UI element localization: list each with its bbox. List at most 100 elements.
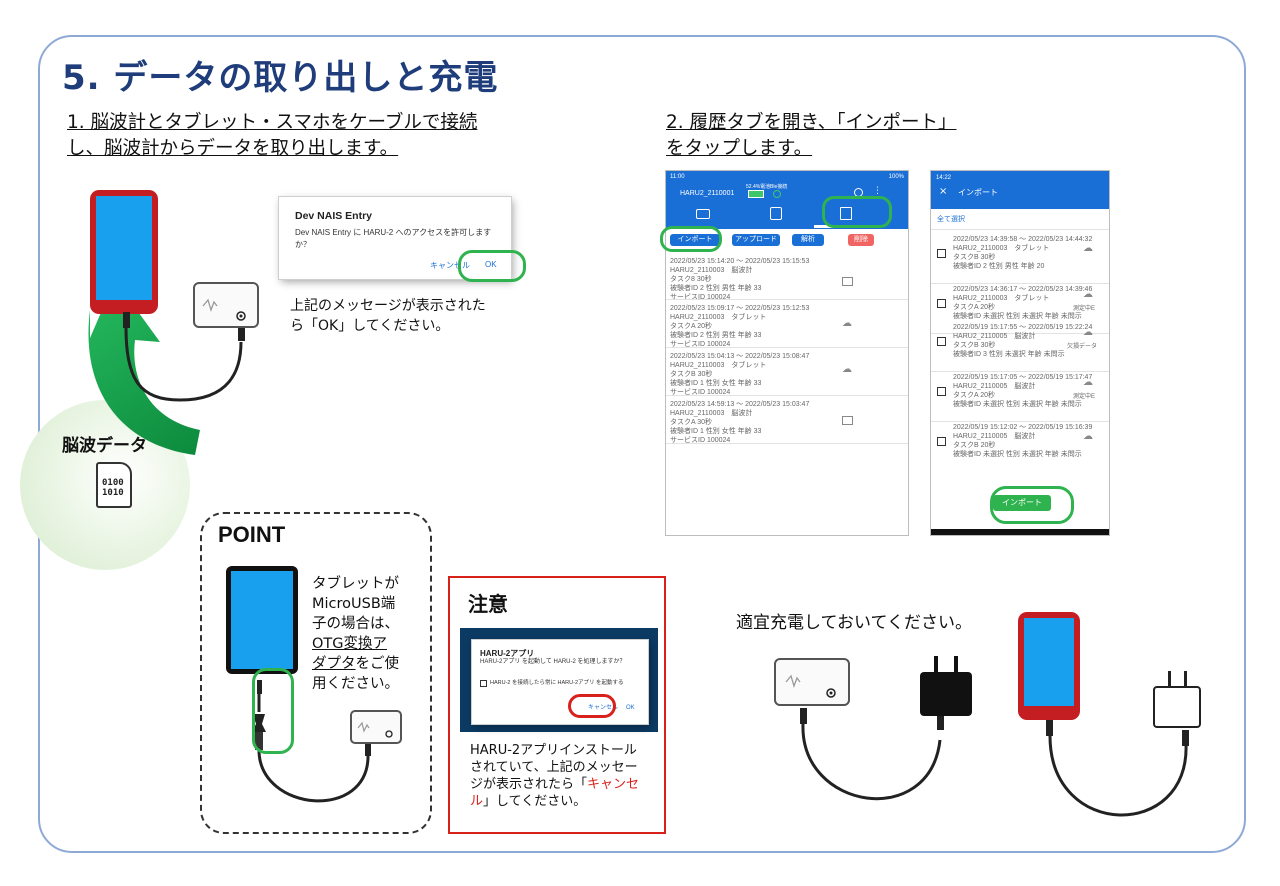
caution-heading: 注意 <box>468 592 508 616</box>
close-icon[interactable]: × <box>939 186 948 197</box>
step2-line2: をタップします。 <box>666 138 813 159</box>
record-checkbox[interactable] <box>937 249 946 258</box>
record-divider <box>666 347 908 348</box>
import-app-bar: 14:22 × インポート <box>931 171 1109 209</box>
cloud-icon: ☁ <box>1083 243 1093 254</box>
point-line3: 子の場合は、 <box>312 616 399 632</box>
import-button[interactable]: インポート <box>670 234 720 246</box>
otg-link-line1: OTG変換ア <box>312 636 388 652</box>
history-app-bar: 11:00 100% HARU2_2110001 52.4%電池 Ble接続 ⋮ <box>666 171 908 229</box>
record-checkbox[interactable] <box>937 299 946 308</box>
step1-line1: 1. 脳波計とタブレット・スマホをケーブルで接続 <box>67 112 478 133</box>
binary-file-icon: 0100 1010 <box>96 462 132 508</box>
access-permission-dialog: Dev NAIS Entry Dev NAIS Entry に HARU-2 へ… <box>279 197 511 279</box>
tab-history-icon[interactable] <box>840 207 852 220</box>
record-checkbox[interactable] <box>937 337 946 346</box>
dialog1-body-line1: Dev NAIS Entry に HARU-2 へのアクセスを許可します <box>295 228 492 237</box>
record-divider <box>931 229 1109 230</box>
caution-text-line1: HARU-2アプリインストール <box>470 743 637 758</box>
record-status: 欠損データ <box>1067 344 1098 350</box>
smartphone-icon <box>90 190 158 314</box>
point-box <box>200 512 432 834</box>
history-tab-highlight-ring <box>822 196 892 228</box>
otg-highlight-ring <box>252 668 294 754</box>
black-ac-adapter-icon <box>920 656 972 716</box>
battery-icon <box>748 190 764 198</box>
always-launch-label: HARU-2 を接続したら常に HARU-2アプリ を起動する <box>490 680 624 686</box>
caution-text-red1: キャンセ <box>587 777 640 792</box>
caution-text: HARU-2アプリインストール されていて、上記のメッセー ジが表示されたら「キ… <box>470 742 639 810</box>
dialog1-caption-line2: ら「OK」してください。 <box>290 318 450 334</box>
import-record[interactable]: 2022/05/23 14:36:17 ～ 2022/05/23 14:39:4… <box>937 285 1107 333</box>
dialog1-caption-line1: 上記のメッセージが表示された <box>290 298 486 314</box>
import-header-title: インポート <box>958 188 998 197</box>
import-record[interactable]: 2022/05/23 14:39:58 ～ 2022/05/23 14:44:3… <box>937 235 1107 283</box>
haru2-ok-button[interactable]: OK <box>626 705 635 711</box>
history-record[interactable]: 2022/05/23 15:09:17 ～ 2022/05/23 15:12:5… <box>670 305 810 348</box>
record-text: 2022/05/19 15:12:02 ～ 2022/05/19 15:16:3… <box>953 424 1093 458</box>
phone-screen <box>96 196 152 300</box>
device-name: HARU2_2110001 <box>680 190 735 197</box>
ble-icon <box>773 190 781 198</box>
tab-device-icon[interactable] <box>696 209 710 219</box>
step2-instruction: 2. 履歴タブを開き、「インポート」 をタップします。 <box>666 110 957 162</box>
record-divider <box>931 371 1109 372</box>
delete-button[interactable]: 削除 <box>848 234 874 246</box>
otg-link-line2: ダプタ <box>312 656 356 672</box>
point-line2: MicroUSB端 <box>312 596 396 612</box>
caution-box <box>448 576 666 834</box>
device-status-icon <box>842 277 853 286</box>
import-record[interactable]: 2022/05/19 15:17:55 ～ 2022/05/19 15:22:2… <box>937 323 1107 371</box>
tab-subject-icon[interactable] <box>770 207 782 220</box>
record-checkbox[interactable] <box>937 437 946 446</box>
cloud-upload-icon: ☁ <box>842 318 852 329</box>
history-record[interactable]: 2022/05/23 15:04:13 ～ 2022/05/23 15:08:4… <box>670 353 810 396</box>
dialog1-cancel-button[interactable]: キャンセル <box>430 261 470 270</box>
charge-instruction: 適宜充電しておいてください。 <box>736 613 972 633</box>
record-checkbox[interactable] <box>937 387 946 396</box>
always-launch-checkbox[interactable] <box>480 680 487 687</box>
haru2-cancel-button[interactable]: キャンセル <box>588 705 619 711</box>
cancel-highlight-ring <box>568 694 616 718</box>
charging-cables-icon <box>800 708 1189 817</box>
eeg-device-icon <box>193 282 259 328</box>
cloud-error-icon: ☁ <box>1083 377 1093 388</box>
page-title: 5. データの取り出しと充電 <box>62 58 499 98</box>
smartphone-icon <box>1018 612 1080 720</box>
import-confirm-highlight-ring <box>990 486 1074 524</box>
point-end: 用ください。 <box>312 676 399 692</box>
record-divider <box>666 395 908 396</box>
point-text: タブレットが MicroUSB端 子の場合は、 OTG変換ア ダプタをご使 用く… <box>312 574 399 694</box>
haru2-dialog-body: HARU-2アプリ を起動して HARU-2 を処理しますか？ <box>480 659 626 665</box>
analyze-button[interactable]: 解析 <box>792 234 824 246</box>
status-battery: 100% <box>888 174 904 180</box>
record-text: 2022/05/23 14:39:58 ～ 2022/05/23 14:44:3… <box>953 236 1093 270</box>
import-highlight-ring <box>660 226 722 252</box>
status-time: 14:22 <box>936 175 952 181</box>
history-record[interactable]: 2022/05/23 15:14:20 ～ 2022/05/23 15:15:5… <box>670 258 810 301</box>
dialog1-ok-button[interactable]: OK <box>485 260 497 269</box>
ble-label: Ble接続 <box>770 184 788 190</box>
upload-button[interactable]: アップロード <box>732 234 780 246</box>
record-divider <box>666 443 908 444</box>
record-divider <box>666 299 908 300</box>
eeg-data-label: 脳波データ <box>62 436 147 455</box>
dialog1-body: Dev NAIS Entry に HARU-2 へのアクセスを許可します か？ <box>295 227 491 251</box>
import-record[interactable]: 2022/05/19 15:17:05 ～ 2022/05/19 15:17:4… <box>937 373 1107 421</box>
transfer-arrow-icon <box>88 280 200 455</box>
history-record[interactable]: 2022/05/23 14:59:13 ～ 2022/05/23 15:03:4… <box>670 401 810 444</box>
import-record[interactable]: 2022/05/19 15:12:02 ～ 2022/05/19 15:16:3… <box>937 423 1107 471</box>
more-menu-icon[interactable]: ⋮ <box>873 186 882 196</box>
phone-screen <box>1024 618 1074 706</box>
record-text: 2022/05/19 15:17:05 ～ 2022/05/19 15:17:4… <box>953 374 1093 408</box>
nav-bar <box>931 529 1109 535</box>
import-confirm-button[interactable]: インポート <box>993 495 1051 511</box>
record-text: 2022/05/19 15:17:55 ～ 2022/05/19 15:22:2… <box>953 324 1093 358</box>
record-divider <box>931 421 1109 422</box>
caution-text-red2: ル <box>470 794 484 809</box>
caution-text-line3: ジが表示されたら「 <box>470 777 588 792</box>
select-all-link[interactable]: 全て選択 <box>937 216 965 223</box>
cloud-error-icon: ☁ <box>1083 289 1093 300</box>
dialog1-title: Dev NAIS Entry <box>295 210 373 222</box>
status-time: 11:00 <box>670 174 685 180</box>
